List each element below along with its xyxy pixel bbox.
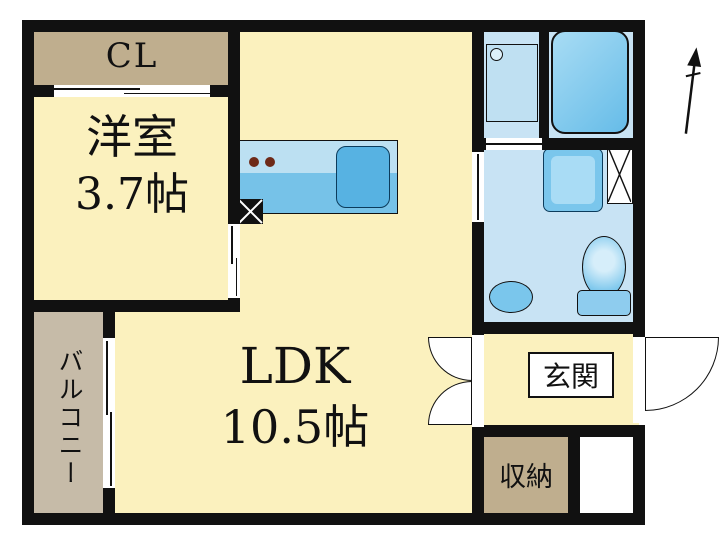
- balcony-label: バルコニー: [52, 322, 86, 514]
- wall-entrance-bottom: [472, 425, 645, 437]
- closet-door-opening: [54, 85, 210, 97]
- balcony-window-opening: [103, 338, 115, 488]
- vanity-bowl: [551, 156, 595, 204]
- wall-bottom: [22, 513, 645, 525]
- western-room-area: [30, 90, 234, 306]
- western-door-line: [235, 258, 238, 296]
- western-room-name: 洋室: [86, 110, 178, 164]
- vanity-sink: [543, 148, 603, 212]
- stove-burner-dot: [249, 157, 259, 167]
- wall-left: [22, 20, 34, 525]
- ldk-name: LDK: [239, 337, 351, 395]
- stove-burner-dot: [265, 157, 275, 167]
- ldk-area: [234, 26, 478, 519]
- wall-western-bottom: [22, 300, 240, 312]
- balcony-window-line: [110, 412, 112, 486]
- kitchen-sink: [336, 146, 390, 208]
- storage-label-text: 収納: [499, 461, 553, 493]
- porch-area: [580, 437, 633, 513]
- balcony-window-line: [106, 341, 108, 415]
- washing-machine-pan: [486, 44, 538, 122]
- washroom-door-line: [477, 154, 479, 220]
- closet-door-line: [124, 92, 210, 95]
- storage-label: 収納: [478, 441, 574, 507]
- ldk-size: 10.5帖: [220, 400, 370, 454]
- wall-right-upper: [633, 20, 645, 337]
- western-door-opening: [228, 224, 240, 298]
- front-door-swing-arc: [645, 337, 719, 411]
- ldk-door-opening: [472, 335, 484, 427]
- closet-label-text: CL: [105, 36, 159, 76]
- entrance-label-text: 玄関: [542, 360, 599, 393]
- ldk-area-lower-left: [110, 306, 240, 519]
- western-door-line: [231, 226, 233, 264]
- closet-label: CL: [30, 28, 234, 84]
- balcony-area: [28, 306, 110, 519]
- wall-storage-right: [568, 425, 580, 525]
- balcony-label-text: バルコニー: [55, 348, 84, 488]
- utility-sink: [489, 281, 533, 313]
- pipe-space-hatch: [607, 146, 633, 204]
- wall-bath-divider: [539, 20, 549, 138]
- toilet-tank: [577, 290, 631, 316]
- wall-washroom-bottom: [472, 322, 645, 334]
- western-room-label: 洋室 3.7帖: [30, 108, 234, 223]
- storage-area: [478, 431, 574, 517]
- closet-door-line: [54, 88, 140, 90]
- front-door-opening: [633, 337, 645, 423]
- ldk-label: LDK 10.5帖: [170, 334, 420, 457]
- toilet-bowl: [582, 236, 626, 298]
- duct-symbol-icon: [238, 199, 263, 224]
- wall-right-lower: [633, 425, 645, 525]
- north-arrow-icon: [664, 44, 718, 140]
- bathtub: [551, 30, 629, 134]
- western-room-size: 3.7帖: [75, 168, 189, 220]
- bathroom-door-line: [486, 143, 542, 145]
- closet-area: [30, 26, 234, 92]
- entrance-label-box: 玄関: [528, 352, 614, 398]
- drain-circle: [490, 48, 503, 61]
- wall-top: [22, 20, 645, 32]
